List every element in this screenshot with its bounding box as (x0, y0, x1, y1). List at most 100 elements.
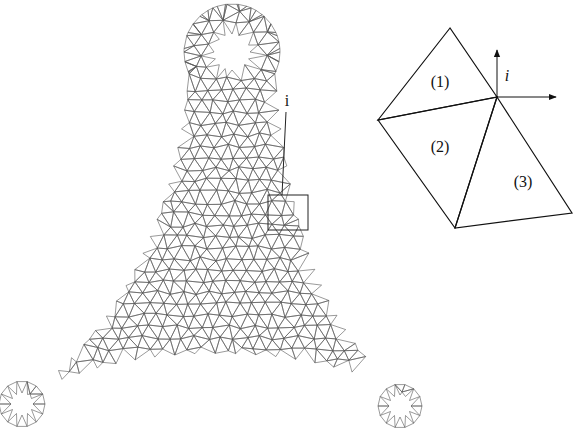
mesh-triangle (235, 291, 246, 303)
mesh-triangle (240, 99, 256, 113)
mesh-triangle (194, 158, 208, 171)
mesh-elements (0, 4, 422, 427)
mesh-triangle (280, 272, 293, 282)
mesh-triangle (157, 213, 171, 227)
mesh-triangle (255, 271, 266, 282)
mesh-triangle (228, 339, 235, 353)
mesh-triangle (298, 269, 315, 283)
mesh-triangle (194, 35, 209, 46)
mesh-triangle (189, 123, 200, 137)
mesh-triangle (150, 291, 164, 304)
mesh-triangle (349, 357, 366, 373)
mesh-triangle (208, 270, 222, 282)
mesh-triangle (221, 178, 236, 191)
mesh-triangle (134, 293, 150, 304)
mesh-triangle (106, 316, 115, 328)
mesh-triangle (201, 291, 217, 304)
mesh-triangle (265, 135, 283, 147)
mesh-triangle (188, 72, 189, 74)
mesh-triangle (201, 56, 215, 67)
mesh-triangle (187, 159, 203, 171)
mesh-triangle (216, 225, 230, 237)
mesh-triangle (258, 246, 272, 259)
mesh-triangle (177, 235, 186, 246)
mesh-triangle (294, 226, 304, 236)
mesh-triangle (207, 236, 223, 249)
mesh-triangle (267, 258, 280, 269)
mesh-triangle (248, 179, 259, 192)
mesh-triangle (260, 90, 277, 102)
mesh-triangle (223, 246, 236, 259)
mesh-triangle (189, 74, 200, 92)
mesh-triangle (228, 179, 239, 194)
mesh-triangle (245, 65, 262, 79)
mesh-triangle (157, 219, 171, 235)
mesh-triangle (84, 344, 98, 359)
mesh-triangle (280, 348, 295, 359)
node-label: i (505, 68, 509, 84)
mesh-triangle (145, 258, 156, 272)
mesh-triangle (196, 291, 209, 304)
mesh-triangle (284, 219, 299, 226)
mesh-triangle (253, 167, 266, 179)
mesh-triangle (233, 338, 249, 348)
mesh-triangle (223, 11, 240, 22)
mesh-triangle (188, 92, 202, 100)
mesh-triangle (271, 234, 284, 249)
mesh-triangle (189, 190, 200, 204)
mesh-triangle (177, 292, 188, 305)
mesh-triangle (278, 317, 294, 328)
mesh-triangle (255, 113, 267, 123)
mesh-triangle (174, 202, 189, 212)
mesh-triangle (200, 135, 214, 148)
mesh-triangle (221, 144, 233, 159)
mesh-triangle (206, 65, 219, 79)
mesh-triangle (253, 157, 266, 169)
mesh-triangle (386, 416, 395, 428)
mesh-triangle (304, 325, 317, 339)
mesh-triangle (247, 303, 258, 315)
mesh-triangle (292, 336, 305, 349)
mesh-triangle (158, 339, 170, 349)
mesh-triangle (239, 158, 253, 169)
mesh-triangle (249, 16, 264, 32)
mesh-triangle (196, 190, 208, 204)
mesh-triangle (227, 4, 240, 11)
mesh-triangle (223, 216, 234, 226)
mesh-triangle (206, 225, 223, 236)
mesh-triangle (182, 246, 195, 261)
mesh-triangle (239, 180, 251, 193)
mesh-triangle (148, 313, 162, 326)
mesh-triangle (272, 193, 286, 201)
mesh-triangle (267, 74, 277, 91)
mesh-triangle (402, 385, 414, 392)
mesh-triangle (183, 212, 195, 227)
mesh-triangle (234, 225, 248, 237)
mesh-triangle (184, 304, 194, 317)
mesh-triangle (336, 339, 355, 351)
mesh-triangle (233, 148, 247, 159)
mesh-triangle (386, 385, 395, 397)
mesh-triangle (213, 325, 230, 337)
mesh-triangle (187, 91, 195, 100)
axis-arrow (497, 50, 498, 97)
mesh-triangle (255, 133, 266, 147)
element-triangle: (3) (455, 97, 572, 228)
mesh-triangle (123, 304, 134, 318)
mesh-triangle (258, 235, 272, 249)
mesh-triangle (150, 235, 164, 248)
mesh-triangle (349, 350, 366, 360)
mesh-triangle (207, 190, 221, 205)
mesh-triangle (193, 24, 202, 35)
mesh-triangle (222, 259, 233, 271)
mesh-triangle (279, 234, 293, 247)
mesh-triangle (233, 270, 246, 280)
mesh-triangle (217, 178, 229, 191)
mesh-triangle (305, 348, 317, 363)
mesh-triangle (123, 347, 138, 360)
mesh-triangle (210, 337, 221, 353)
mesh-triangle (163, 280, 173, 294)
mesh-triangle (202, 91, 213, 100)
mesh-triangle (301, 305, 313, 316)
mesh-triangle (242, 338, 253, 349)
